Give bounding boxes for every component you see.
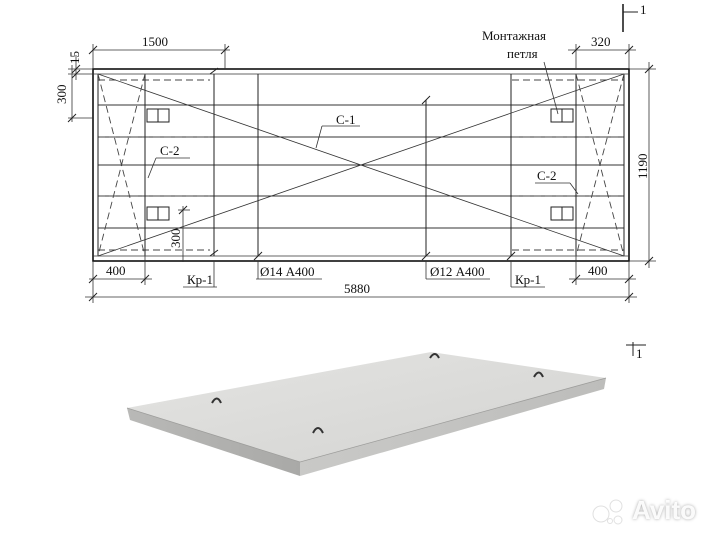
slab-front-face [127, 408, 300, 476]
section-mark-label: 1 [640, 2, 647, 17]
mesh-c2-right [575, 73, 625, 257]
section-mark: 1 [622, 2, 647, 32]
mesh-c2-left-label: С-2 [160, 143, 180, 158]
rebar-12-label: Ø12 А400 [430, 264, 485, 279]
mounting-loops [146, 108, 574, 221]
lifting-loop-icon [211, 397, 222, 404]
rebar-14-label: Ø14 А400 [260, 264, 315, 279]
dim-left-300: 300 [54, 85, 69, 105]
dim-total-5880: 5880 [344, 281, 370, 296]
frame-ticks [209, 67, 516, 261]
lifting-loop-icon [533, 371, 544, 378]
slab-top-face [127, 352, 606, 462]
slab-3d-view: 1 [126, 342, 646, 476]
mesh-c2-right-label: С-2 [537, 168, 557, 183]
frame-left-label: Кр-1 [187, 272, 213, 287]
dim-1500: 1500 [142, 34, 168, 49]
frame-right-label: Кр-1 [515, 272, 541, 287]
dim-1190: 1190 [635, 153, 650, 179]
dim-320: 320 [591, 34, 611, 49]
mounting-loop-label-2: петля [507, 46, 538, 61]
section-mark-3d-label: 1 [636, 346, 643, 361]
dim-inner-300: 300 [168, 229, 183, 249]
lifting-loop-icon [429, 353, 440, 359]
dim-bottom-left-400: 400 [106, 263, 126, 278]
slab-outline [92, 68, 630, 262]
watermark-text: Avito [631, 495, 696, 525]
lifting-loops-3d [211, 353, 544, 434]
vertical-frames [97, 74, 625, 256]
dim-15: 15 [67, 51, 82, 64]
watermark: Avito [591, 495, 696, 526]
slab-side-face [300, 378, 606, 476]
dimension-lines: 1500 320 15 300 1190 300 [54, 34, 656, 303]
end-zone-dashes [98, 79, 624, 251]
lifting-loop-icon [312, 427, 324, 434]
mounting-loop-label-1: Монтажная [482, 28, 546, 43]
longitudinal-rebars [98, 104, 624, 229]
annotations: Монтажная петля С-1 С-2 С-2 Кр-1 Ø14 А40… [147, 28, 579, 288]
mesh-c1-diagonal-b [97, 73, 625, 257]
plan-view [92, 67, 630, 262]
mesh-c1-label: С-1 [336, 112, 356, 127]
mesh-c2-left [97, 73, 146, 257]
dim-bottom-right-400: 400 [588, 263, 608, 278]
avito-logo-icon [592, 499, 623, 524]
